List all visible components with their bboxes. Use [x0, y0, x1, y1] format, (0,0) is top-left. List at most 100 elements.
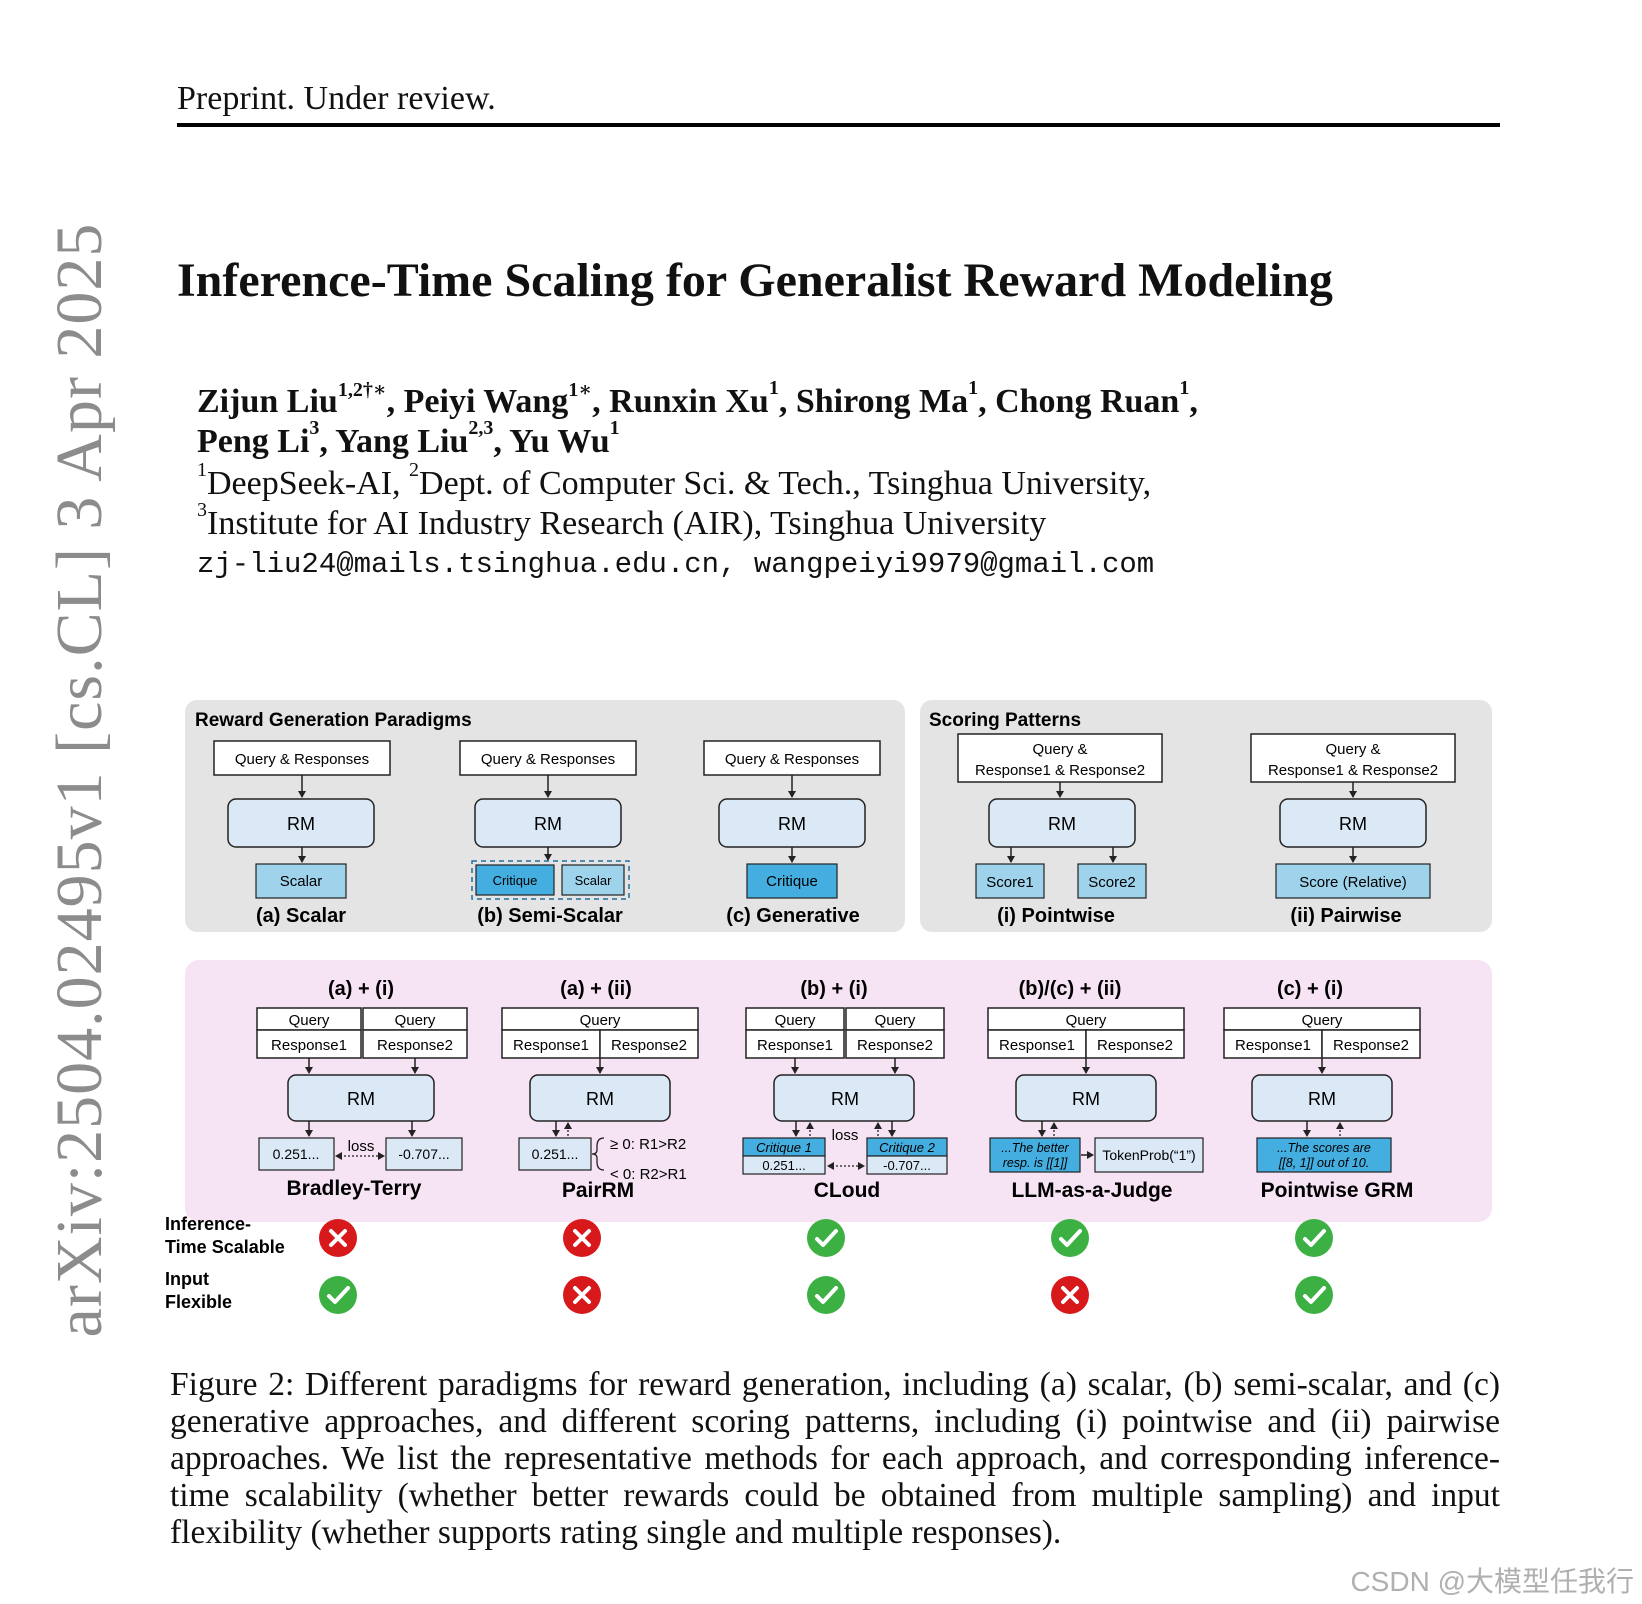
author-list-line-2: Peng Li3, Yang Liu2,3, Yu Wu1	[197, 417, 620, 460]
method-name-pairrm: PairRM	[562, 1179, 634, 1202]
status-icon-grid	[319, 1219, 1333, 1314]
scoring-patterns-title: Scoring Patterns	[929, 710, 1081, 731]
response2-label: Response2	[1333, 1037, 1409, 1054]
author-emails: zj-liu24@mails.tsinghua.edu.cn, wangpeiy…	[197, 548, 1155, 581]
rm-label: RM	[1308, 1089, 1336, 1109]
rm-label: RM	[831, 1089, 859, 1109]
score-value-box	[742, 1155, 826, 1175]
rm-label: RM	[347, 1089, 375, 1109]
rm-label: RM	[1072, 1089, 1100, 1109]
score2-box	[1077, 863, 1147, 899]
affiliation-line-2: 3Institute for AI Industry Research (AIR…	[197, 499, 1047, 542]
critique-output-box	[746, 863, 838, 899]
rm-label: RM	[534, 814, 562, 834]
cross-icon	[319, 1219, 357, 1257]
reward-paradigms-title: Reward Generation Paradigms	[195, 710, 472, 731]
query-label: Query	[1066, 1012, 1107, 1029]
response2-label: Response2	[377, 1037, 453, 1054]
critique-label: Critique	[493, 873, 538, 888]
method-name-pointwise-grm: Pointwise GRM	[1261, 1179, 1414, 1202]
rm-box	[287, 1074, 435, 1122]
rm-label: RM	[1048, 814, 1076, 834]
grm-critique-box	[1256, 1137, 1392, 1173]
query-label: Query	[580, 1012, 621, 1029]
figure-2: Reward Generation Paradigms Query & Resp…	[160, 690, 1500, 1340]
paradigm-label-generative: (c) Generative	[726, 905, 859, 927]
paradigm-label-scalar: (a) Scalar	[256, 905, 346, 927]
rm-box	[988, 798, 1136, 848]
loss-label: loss	[348, 1138, 375, 1155]
figure-caption: Figure 2: Different paradigms for reward…	[170, 1366, 1500, 1551]
scalar-label: Scalar	[575, 873, 613, 888]
query-label: Query	[775, 1012, 816, 1029]
score-relative-box	[1275, 863, 1431, 899]
row-label-flexible-1: Input	[165, 1269, 209, 1289]
query-label: Query	[289, 1012, 330, 1029]
scalar-output-label: Scalar	[280, 873, 323, 890]
score-value-box	[518, 1137, 592, 1171]
query-responses-box	[459, 740, 637, 776]
figure-2-diagram: Reward Generation Paradigms Query & Resp…	[165, 700, 1492, 1314]
grm-critique-text-2: [[8, 1]] out of 10.	[1278, 1156, 1369, 1170]
query-label: Query	[1302, 1012, 1343, 1029]
running-header: Preprint. Under review.	[177, 80, 496, 117]
semi-scalar-output-group	[471, 860, 630, 900]
response1-label: Response1	[271, 1037, 347, 1054]
pattern-label-pointwise: (i) Pointwise	[997, 905, 1115, 927]
query-label: Query	[395, 1012, 436, 1029]
query-label: Query	[875, 1012, 916, 1029]
check-icon	[319, 1276, 357, 1314]
query-pair-box	[1250, 733, 1456, 783]
score-value: 0.251...	[762, 1158, 805, 1173]
loss-label: loss	[832, 1127, 859, 1144]
score-value: 0.251...	[273, 1146, 320, 1162]
pairrm-rule-lt: < 0: R2>R1	[610, 1166, 687, 1183]
rm-box	[1251, 1074, 1393, 1122]
score-value: -0.707...	[883, 1158, 931, 1173]
rm-box	[773, 1074, 915, 1122]
method-combo-label: (a) + (i)	[328, 978, 394, 1000]
check-icon	[1295, 1219, 1333, 1257]
cross-icon	[1051, 1276, 1089, 1314]
check-icon	[807, 1219, 845, 1257]
author-list-line-1: Zijun Liu1,2†∗, Peiyi Wang1∗, Runxin Xu1…	[197, 377, 1198, 420]
method-combo-label: (a) + (ii)	[560, 978, 632, 1000]
check-icon	[1295, 1276, 1333, 1314]
pattern-label-pairwise: (ii) Pairwise	[1290, 905, 1401, 927]
header-rule	[177, 123, 1500, 127]
query-responses-box	[213, 740, 391, 776]
tokenprob-box	[1094, 1137, 1204, 1173]
scalar-output-box	[255, 863, 347, 899]
rm-box	[227, 798, 375, 848]
query-pair-box	[957, 733, 1163, 783]
rm-label: RM	[586, 1089, 614, 1109]
rm-label: RM	[1339, 814, 1367, 834]
response1-label: Response1	[1235, 1037, 1311, 1054]
response-pair-label: Response1 & Response2	[975, 762, 1145, 779]
judge-critique-text-1: ...The better	[1001, 1141, 1069, 1155]
paper-title: Inference-Time Scaling for Generalist Re…	[177, 254, 1333, 307]
method-combo-label: (b)/(c) + (ii)	[1019, 978, 1122, 1000]
score-value-box	[258, 1137, 335, 1171]
scalar-box	[561, 864, 625, 896]
response2-label: Response2	[857, 1037, 933, 1054]
response2-label: Response2	[1097, 1037, 1173, 1054]
rm-box	[1015, 1074, 1157, 1122]
response1-label: Response1	[513, 1037, 589, 1054]
score1-label: Score1	[986, 874, 1034, 891]
check-icon	[1051, 1219, 1089, 1257]
query-responses-label: Query & Responses	[235, 751, 369, 768]
method-name-bradley-terry: Bradley-Terry	[286, 1177, 421, 1200]
judge-critique-text-2: resp. is [[1]]	[1003, 1156, 1068, 1170]
response2-label: Response2	[611, 1037, 687, 1054]
cross-icon	[563, 1276, 601, 1314]
critique-output-label: Critique	[766, 873, 818, 890]
rm-label: RM	[778, 814, 806, 834]
score-value: 0.251...	[532, 1146, 579, 1162]
grm-critique-text-1: ...The scores are	[1277, 1141, 1371, 1155]
row-label-scalable-2: Time Scalable	[165, 1237, 285, 1257]
critique-box	[475, 864, 555, 896]
query-amp-label: Query &	[1032, 741, 1087, 758]
score-value: -0.707...	[398, 1146, 449, 1162]
check-icon	[807, 1276, 845, 1314]
